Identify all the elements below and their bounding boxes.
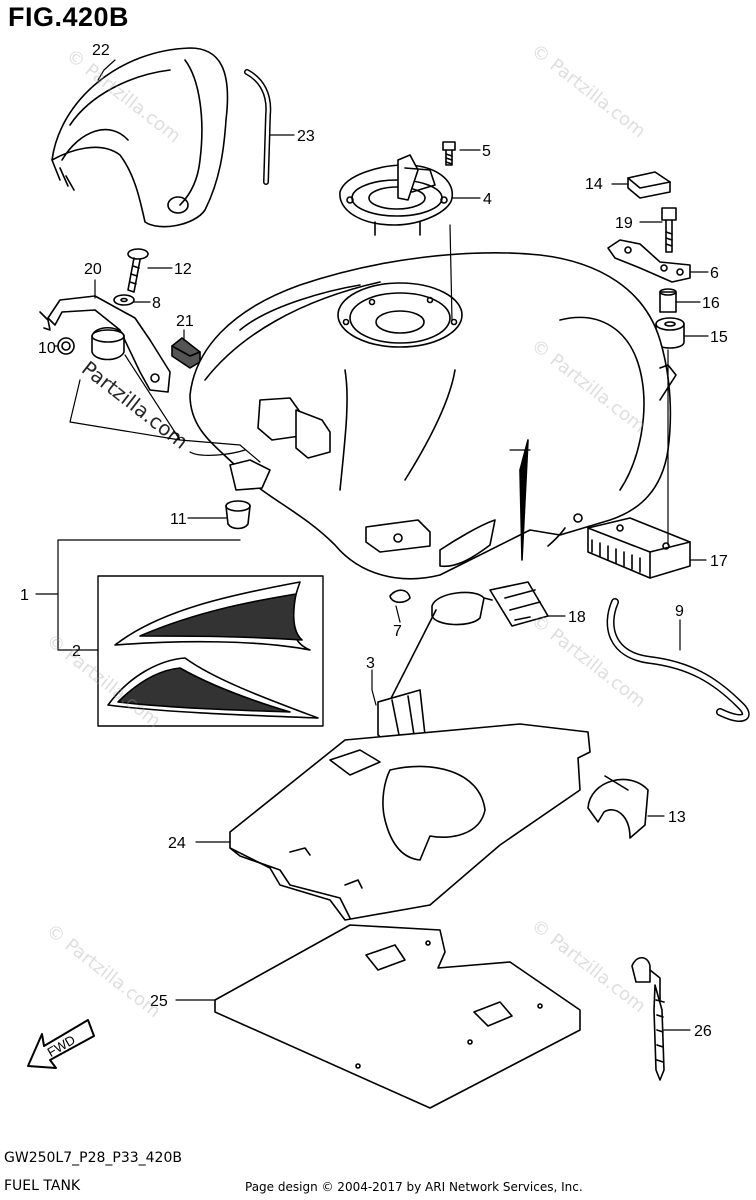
part-24-heat-shield	[229, 723, 591, 921]
callout-11: 11	[170, 511, 187, 528]
part-17-cushion	[587, 517, 691, 579]
part-7-clip	[389, 589, 411, 604]
callout-25: 25	[150, 993, 168, 1010]
part-9-hose	[606, 598, 750, 722]
part-2-emblem-inset	[97, 575, 324, 727]
callout-26: 26	[694, 1023, 712, 1040]
part-16-spacer	[659, 288, 677, 313]
part-14-cushion	[627, 171, 671, 199]
section-name: FUEL TANK	[4, 1178, 81, 1194]
callout-9: 9	[675, 603, 684, 620]
callout-12: 12	[174, 261, 192, 278]
fwd-arrow	[27, 1019, 95, 1069]
callout-4: 4	[483, 191, 492, 208]
callout-24: 24	[168, 835, 186, 852]
callout-20: 20	[84, 261, 102, 278]
part-12-bolt	[127, 248, 149, 293]
part-23-tube	[244, 69, 272, 185]
part-25-heat-shield	[214, 924, 581, 1109]
callout-labels: 22 23 5 4 14 19 6 16 15 20 12 8 21 10 11…	[20, 42, 728, 1040]
figure-title: FIG.420B	[8, 2, 130, 32]
callout-6: 6	[710, 265, 719, 282]
callout-14: 14	[585, 176, 603, 193]
part-19-bolt	[661, 207, 677, 253]
part-15-cushion	[655, 317, 685, 349]
model-code: GW250L7_P28_P33_420B	[4, 1150, 182, 1166]
callout-21: 21	[176, 313, 194, 330]
part-13-clamp	[587, 775, 649, 839]
copyright-notice: Page design © 2004-2017 by ARI Network S…	[245, 1180, 583, 1194]
callout-1: 1	[20, 587, 29, 604]
callout-18: 18	[568, 609, 586, 626]
part-20-bracket	[39, 295, 171, 393]
part-3-fuel-level-gauge	[377, 591, 493, 746]
part-8-washer	[113, 294, 135, 306]
callout-2: 2	[72, 643, 81, 660]
part-6-bracket	[607, 239, 691, 283]
part-10-cushion	[57, 326, 125, 361]
callout-15: 15	[710, 329, 728, 346]
part-26-clamp	[631, 956, 665, 1081]
part-5-screw	[442, 141, 456, 166]
part-22-front-cover	[51, 47, 229, 228]
callout-3: 3	[366, 655, 375, 672]
callout-17: 17	[710, 553, 728, 570]
part-4-fuel-cap	[339, 154, 453, 236]
callout-10: 10	[38, 340, 56, 357]
callout-23: 23	[297, 128, 315, 145]
callout-7: 7	[393, 623, 402, 640]
callout-19: 19	[615, 215, 633, 232]
callout-5: 5	[482, 143, 491, 160]
part-21-cushion	[171, 337, 201, 369]
part-1-fuel-tank	[189, 252, 677, 580]
leader-lines	[35, 59, 709, 1031]
callout-22: 22	[92, 42, 110, 59]
callout-16: 16	[702, 295, 720, 312]
part-11-cushion	[225, 500, 251, 530]
callout-8: 8	[152, 295, 161, 312]
callout-13: 13	[668, 809, 686, 826]
